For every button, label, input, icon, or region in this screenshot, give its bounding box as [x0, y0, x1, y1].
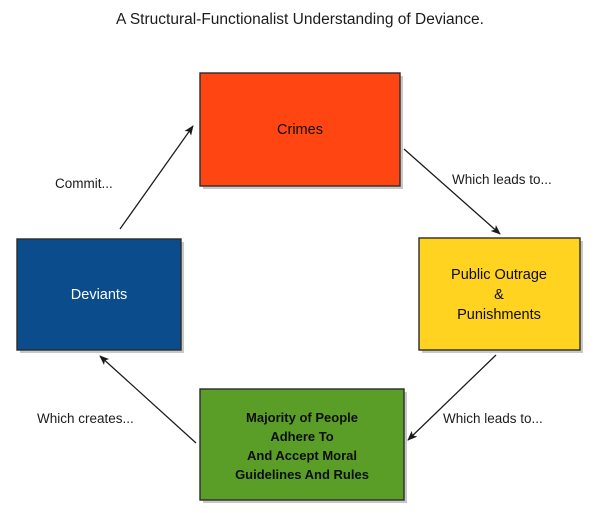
node-majority-label-line2: Adhere To	[270, 429, 333, 444]
edge-line-commit	[119, 125, 194, 230]
node-crimes[interactable]: Crimes	[199, 72, 403, 189]
edge-line-which-creates	[99, 355, 197, 444]
edge-label-commit: Commit...	[55, 176, 113, 191]
node-outrage-label-line2: &	[494, 287, 504, 303]
edge-majority-to-deviants: Which creates...	[37, 355, 197, 444]
edge-label-which-creates: Which creates...	[37, 411, 134, 426]
node-majority-label-line1: Majority of People	[246, 410, 358, 425]
node-deviants-box[interactable]	[16, 238, 182, 351]
node-majority-label-line4: Guidelines And Rules	[235, 467, 369, 482]
node-majority-label-line3: And Accept Moral	[247, 448, 357, 463]
node-outrage-box[interactable]	[418, 237, 581, 351]
node-majority[interactable]: Majority of People Adhere To And Accept …	[199, 388, 407, 503]
edge-label-which-leads-to-outrage: Which leads to...	[452, 172, 552, 187]
edge-line-which-leads-to-outrage	[403, 148, 501, 235]
edge-label-which-leads-to-majority: Which leads to...	[443, 411, 543, 426]
edge-line-which-leads-to-majority	[407, 354, 497, 441]
node-crimes-box[interactable]	[199, 72, 401, 187]
node-outrage-label-line3: Punishments	[457, 307, 541, 323]
node-deviants-label: Deviants	[71, 287, 127, 303]
page-title: A Structural-Functionalist Understanding…	[116, 11, 484, 28]
edge-crimes-to-outrage: Which leads to...	[403, 148, 552, 235]
node-crimes-label: Crimes	[277, 122, 323, 138]
node-outrage[interactable]: Public Outrage & Punishments	[418, 237, 583, 353]
node-outrage-label-line1: Public Outrage	[451, 267, 547, 283]
node-deviants[interactable]: Deviants	[16, 238, 184, 353]
edge-outrage-to-majority: Which leads to...	[407, 354, 543, 441]
edge-deviants-to-crimes: Commit...	[55, 125, 194, 230]
node-majority-box[interactable]	[199, 388, 405, 501]
